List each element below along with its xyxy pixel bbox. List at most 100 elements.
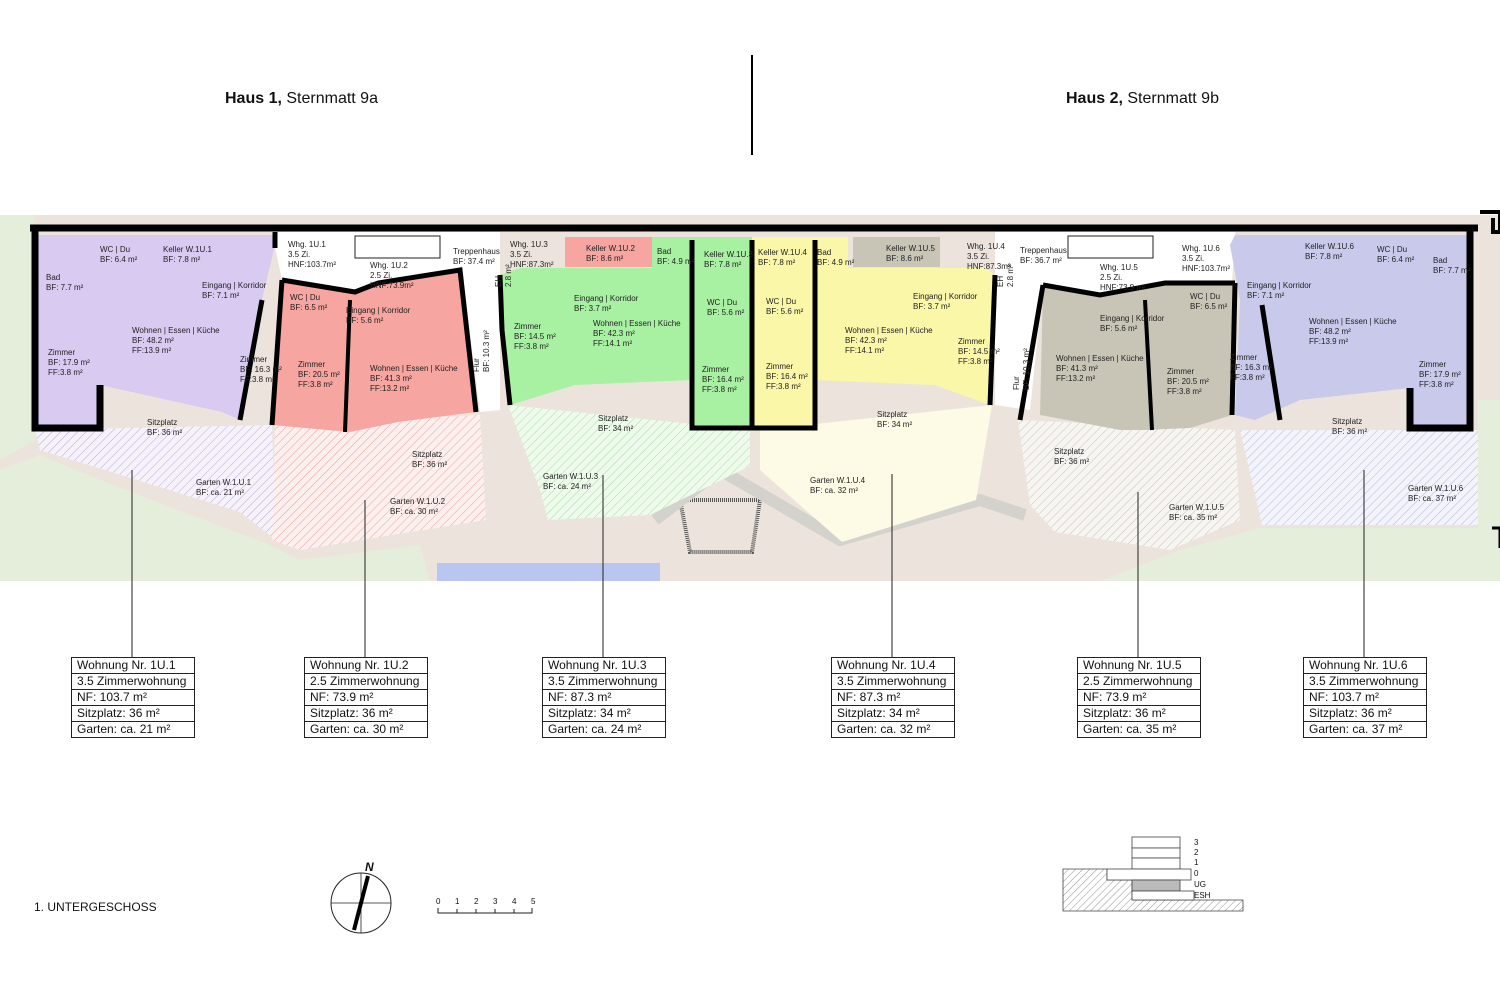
label-line: BF: ca. 37 m²	[1408, 494, 1457, 503]
garden-1u4	[760, 405, 992, 542]
label-line: Keller W.1U.3	[704, 250, 753, 259]
label-line: HNF:87.3m²	[967, 262, 1011, 271]
label-line: Wohnen | Essen | Küche	[1056, 354, 1144, 363]
apartment-1u6	[1230, 235, 1470, 428]
label-line: BF: ca. 21 m²	[196, 488, 245, 497]
label-line: BF: 36 m²	[412, 460, 448, 469]
label-line: WC | Du	[290, 293, 321, 302]
label-line: Sitzplatz	[147, 418, 178, 427]
label-line: BF: 17.9 m²	[48, 358, 90, 367]
label-line: FF:3.8 m²	[514, 342, 549, 351]
label-line: BF: 42.3 m²	[593, 329, 635, 338]
unit-nf: NF: 73.9 m²	[305, 689, 427, 705]
label-line: BF: 5.6 m²	[346, 316, 384, 325]
keller-1u2	[565, 237, 652, 267]
label-line: Zimmer	[240, 355, 268, 364]
floor-label: 1. UNTERGESCHOSS	[34, 900, 157, 914]
label-line: BF: 17.9 m²	[1419, 370, 1461, 379]
label-line: Wohnen | Essen | Küche	[132, 326, 220, 335]
label-line: BF: 5.6 m²	[1100, 324, 1138, 333]
unit-nf: NF: 87.3 m²	[832, 689, 954, 705]
unit-nf: NF: 103.7 m²	[1304, 689, 1426, 705]
label-line: FF:3.8 m²	[958, 357, 993, 366]
label-line: Bad	[817, 248, 832, 257]
label-line: Eingang | Korridor	[913, 292, 978, 301]
label-line: BF: ca. 35 m²	[1169, 513, 1218, 522]
label-line: Bad	[46, 273, 61, 282]
label-line: BF: 3.7 m²	[913, 302, 951, 311]
label-line: BF: 7.8 m²	[163, 255, 201, 264]
lawn-left	[0, 215, 35, 460]
unit-title: Wohnung Nr. 1U.1	[77, 658, 176, 672]
label-line: 2.5 Zi.	[1100, 273, 1123, 282]
label-line: Keller W.1U.2	[586, 244, 635, 253]
current-level-ug	[1131, 879, 1181, 892]
label-line: FF:3.8 m²	[1167, 387, 1202, 396]
label-line: BF: ca. 32 m²	[810, 486, 859, 495]
unit-title: Wohnung Nr. 1U.5	[1083, 658, 1182, 672]
scale-tick-label: 0	[436, 897, 441, 906]
label-line: FF:13.2 m²	[370, 384, 410, 393]
label-line: BF: 6.5 m²	[1190, 302, 1228, 311]
label-line: FF:13.2 m²	[1056, 374, 1096, 383]
apartment-1u3	[500, 237, 752, 428]
section-level-label: 0	[1194, 869, 1199, 878]
unit-type: 3.5 Zimmerwohnung	[543, 673, 665, 689]
unit-garten: Garten: ca. 35 m²	[1078, 721, 1200, 737]
label-line: WC | Du	[100, 245, 131, 254]
label-line: BF: 36.7 m²	[1020, 256, 1062, 265]
label-line: Whg. 1U.6	[1182, 244, 1220, 253]
label-line: BF: 16.3 m²	[1230, 363, 1272, 372]
label-line: BF: 41.3 m²	[1056, 364, 1098, 373]
unit-type: 3.5 Zimmerwohnung	[72, 673, 194, 689]
section-level-label: UG	[1194, 880, 1206, 889]
unit-nf: NF: 87.3 m²	[543, 689, 665, 705]
label-line: Zimmer	[958, 337, 986, 346]
unit-title: Wohnung Nr. 1U.6	[1309, 658, 1408, 672]
label-line: Bad	[1433, 256, 1448, 265]
section-level-label: ESH	[1194, 891, 1211, 900]
label-line: BF: 14.5 m²	[958, 347, 1000, 356]
label-line: 2.5 Zi.	[370, 271, 393, 280]
scale-tick-label: 3	[493, 897, 498, 906]
label-line: BF: 36 m²	[1332, 427, 1368, 436]
unit-sitzplatz: Sitzplatz: 36 m²	[72, 705, 194, 721]
label-line: Wohnen | Essen | Küche	[593, 319, 681, 328]
label-line: Flur	[1012, 376, 1021, 390]
label-line: Sitzplatz	[1332, 417, 1363, 426]
label-line: BF: 6.5 m²	[290, 303, 328, 312]
label-line: FF:13.9 m²	[1309, 337, 1349, 346]
section-level-label: 1	[1194, 858, 1199, 867]
house-2-title: Haus 2, Sternmatt 9b	[1066, 90, 1219, 107]
scale-tick-label: 2	[474, 897, 479, 906]
unit-type: 2.5 Zimmerwohnung	[1078, 673, 1200, 689]
label-line: Garten W.1.U.6	[1408, 484, 1464, 493]
label-line: HNF:103.7m²	[288, 260, 337, 269]
label-line: BF: 3.7 m²	[574, 304, 612, 313]
label-line: WC | Du	[1190, 292, 1221, 301]
